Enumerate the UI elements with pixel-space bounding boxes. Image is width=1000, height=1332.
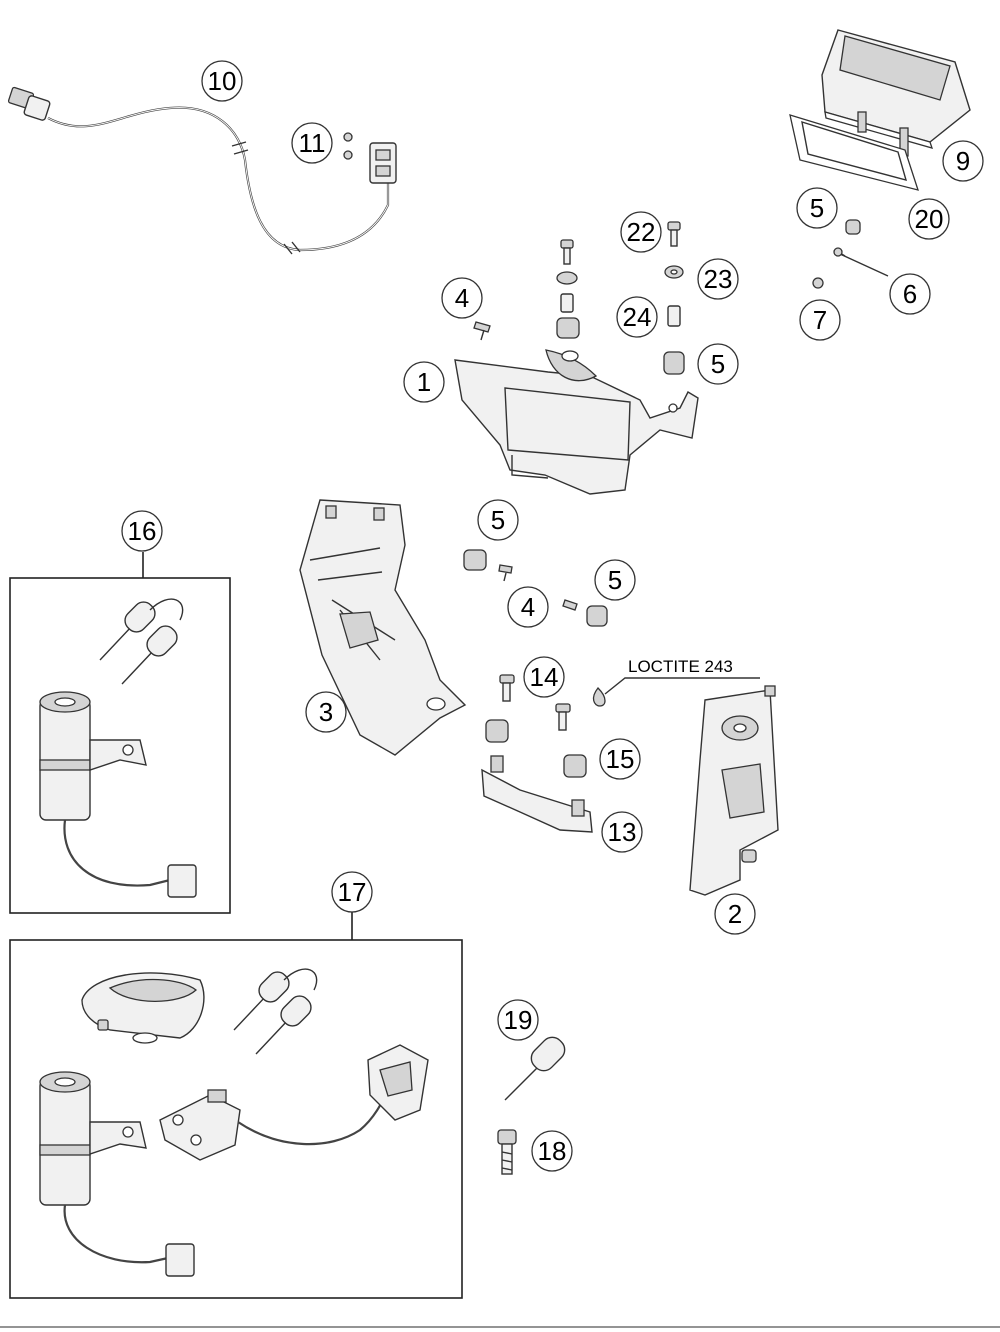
callout-18: 18 bbox=[531, 1130, 573, 1172]
grommet-5-right bbox=[663, 351, 685, 375]
callout-7: 7 bbox=[799, 299, 841, 341]
seat-lock-17 bbox=[159, 1044, 429, 1161]
screw-4-top bbox=[473, 321, 491, 341]
svg-text:15: 15 bbox=[606, 744, 635, 774]
callout-6: 6 bbox=[889, 273, 931, 315]
holder-bracket-right bbox=[689, 685, 779, 896]
svg-text:19: 19 bbox=[504, 1005, 533, 1035]
callout-14: 14 bbox=[523, 656, 565, 698]
callout-3: 3 bbox=[305, 691, 347, 733]
screw-14-left bbox=[499, 674, 515, 702]
bolt-18 bbox=[497, 1129, 517, 1175]
svg-text:10: 10 bbox=[208, 66, 237, 96]
svg-text:5: 5 bbox=[711, 349, 725, 379]
speed-sensor bbox=[343, 132, 397, 184]
callout-23: 23 bbox=[697, 258, 739, 300]
loctite-leader bbox=[604, 677, 760, 695]
spring-pin bbox=[833, 247, 889, 277]
svg-text:5: 5 bbox=[608, 565, 622, 595]
svg-text:1: 1 bbox=[417, 367, 431, 397]
svg-text:23: 23 bbox=[704, 264, 733, 294]
callout-11: 11 bbox=[291, 122, 333, 164]
connector-17 bbox=[165, 1243, 195, 1277]
svg-text:20: 20 bbox=[915, 204, 944, 234]
svg-text:9: 9 bbox=[956, 146, 970, 176]
lock-cable-16 bbox=[63, 819, 171, 887]
screw-22 bbox=[667, 221, 681, 247]
screw-stack-center bbox=[556, 239, 580, 339]
svg-text:18: 18 bbox=[538, 1136, 567, 1166]
callout-5: 5 bbox=[477, 499, 519, 541]
screw-14-right bbox=[555, 703, 571, 731]
callout-20: 20 bbox=[908, 198, 950, 240]
callout-1: 1 bbox=[403, 361, 445, 403]
mounting-plate-13 bbox=[481, 755, 593, 833]
svg-text:3: 3 bbox=[319, 697, 333, 727]
svg-text:17: 17 bbox=[338, 877, 367, 907]
callout-24: 24 bbox=[616, 296, 658, 338]
connector-16 bbox=[167, 864, 197, 898]
svg-text:4: 4 bbox=[521, 592, 535, 622]
svg-text:6: 6 bbox=[903, 279, 917, 309]
loctite-note: LOCTITE 243 bbox=[628, 657, 733, 676]
fuel-cap-17 bbox=[81, 972, 205, 1044]
ignition-kit-box-16 bbox=[9, 552, 231, 914]
screw-4-mid bbox=[498, 564, 513, 582]
lock-cylinder-16 bbox=[39, 691, 147, 821]
loctite-drop bbox=[592, 687, 606, 707]
grommet-5-mid2 bbox=[586, 605, 608, 627]
svg-text:5: 5 bbox=[810, 193, 824, 223]
nut-small bbox=[812, 277, 824, 289]
callout-5: 5 bbox=[796, 187, 838, 229]
grommet-15-right bbox=[563, 754, 587, 778]
rubber-grommet-small bbox=[845, 219, 861, 235]
callout-19: 19 bbox=[497, 999, 539, 1041]
svg-text:5: 5 bbox=[491, 505, 505, 535]
callout-2: 2 bbox=[714, 893, 756, 935]
svg-text:7: 7 bbox=[813, 305, 827, 335]
grommet-15-left bbox=[485, 719, 509, 743]
svg-text:2: 2 bbox=[728, 899, 742, 929]
callout-4: 4 bbox=[507, 586, 549, 628]
lock-cylinder-17 bbox=[39, 1071, 147, 1206]
svg-text:4: 4 bbox=[455, 283, 469, 313]
speed-sensor-cable bbox=[7, 86, 390, 255]
lock-set-box-17 bbox=[9, 912, 463, 1299]
grommet-5-mid bbox=[463, 549, 487, 571]
callouts: 10 11 9 20 5 6 7 22 23 24 4 5 1 16 5 5 4… bbox=[121, 60, 984, 1172]
key-19 bbox=[504, 1036, 566, 1101]
callout-10: 10 bbox=[201, 60, 243, 102]
key-pair-17 bbox=[233, 968, 318, 1055]
callout-22: 22 bbox=[620, 211, 662, 253]
instrument-cluster bbox=[821, 29, 971, 157]
callout-5: 5 bbox=[697, 343, 739, 385]
svg-text:16: 16 bbox=[128, 516, 157, 546]
callout-4: 4 bbox=[441, 277, 483, 319]
instrument-holder bbox=[454, 349, 699, 495]
callout-9: 9 bbox=[942, 140, 984, 182]
callout-16: 16 bbox=[121, 510, 163, 552]
svg-text:14: 14 bbox=[530, 662, 559, 692]
svg-text:11: 11 bbox=[299, 128, 326, 158]
callout-13: 13 bbox=[601, 811, 643, 853]
svg-text:22: 22 bbox=[627, 217, 656, 247]
washer-23 bbox=[664, 265, 684, 279]
callout-15: 15 bbox=[599, 738, 641, 780]
bushing-24 bbox=[667, 305, 681, 327]
holder-bracket-left bbox=[299, 499, 467, 756]
lock-cable-17 bbox=[63, 1204, 169, 1264]
callout-5: 5 bbox=[594, 559, 636, 601]
svg-text:13: 13 bbox=[608, 817, 637, 847]
screw-4-mid2 bbox=[562, 599, 578, 611]
cluster-gasket bbox=[789, 114, 919, 191]
callout-17: 17 bbox=[331, 871, 373, 913]
svg-text:24: 24 bbox=[623, 302, 652, 332]
key-pair-16 bbox=[99, 598, 184, 685]
